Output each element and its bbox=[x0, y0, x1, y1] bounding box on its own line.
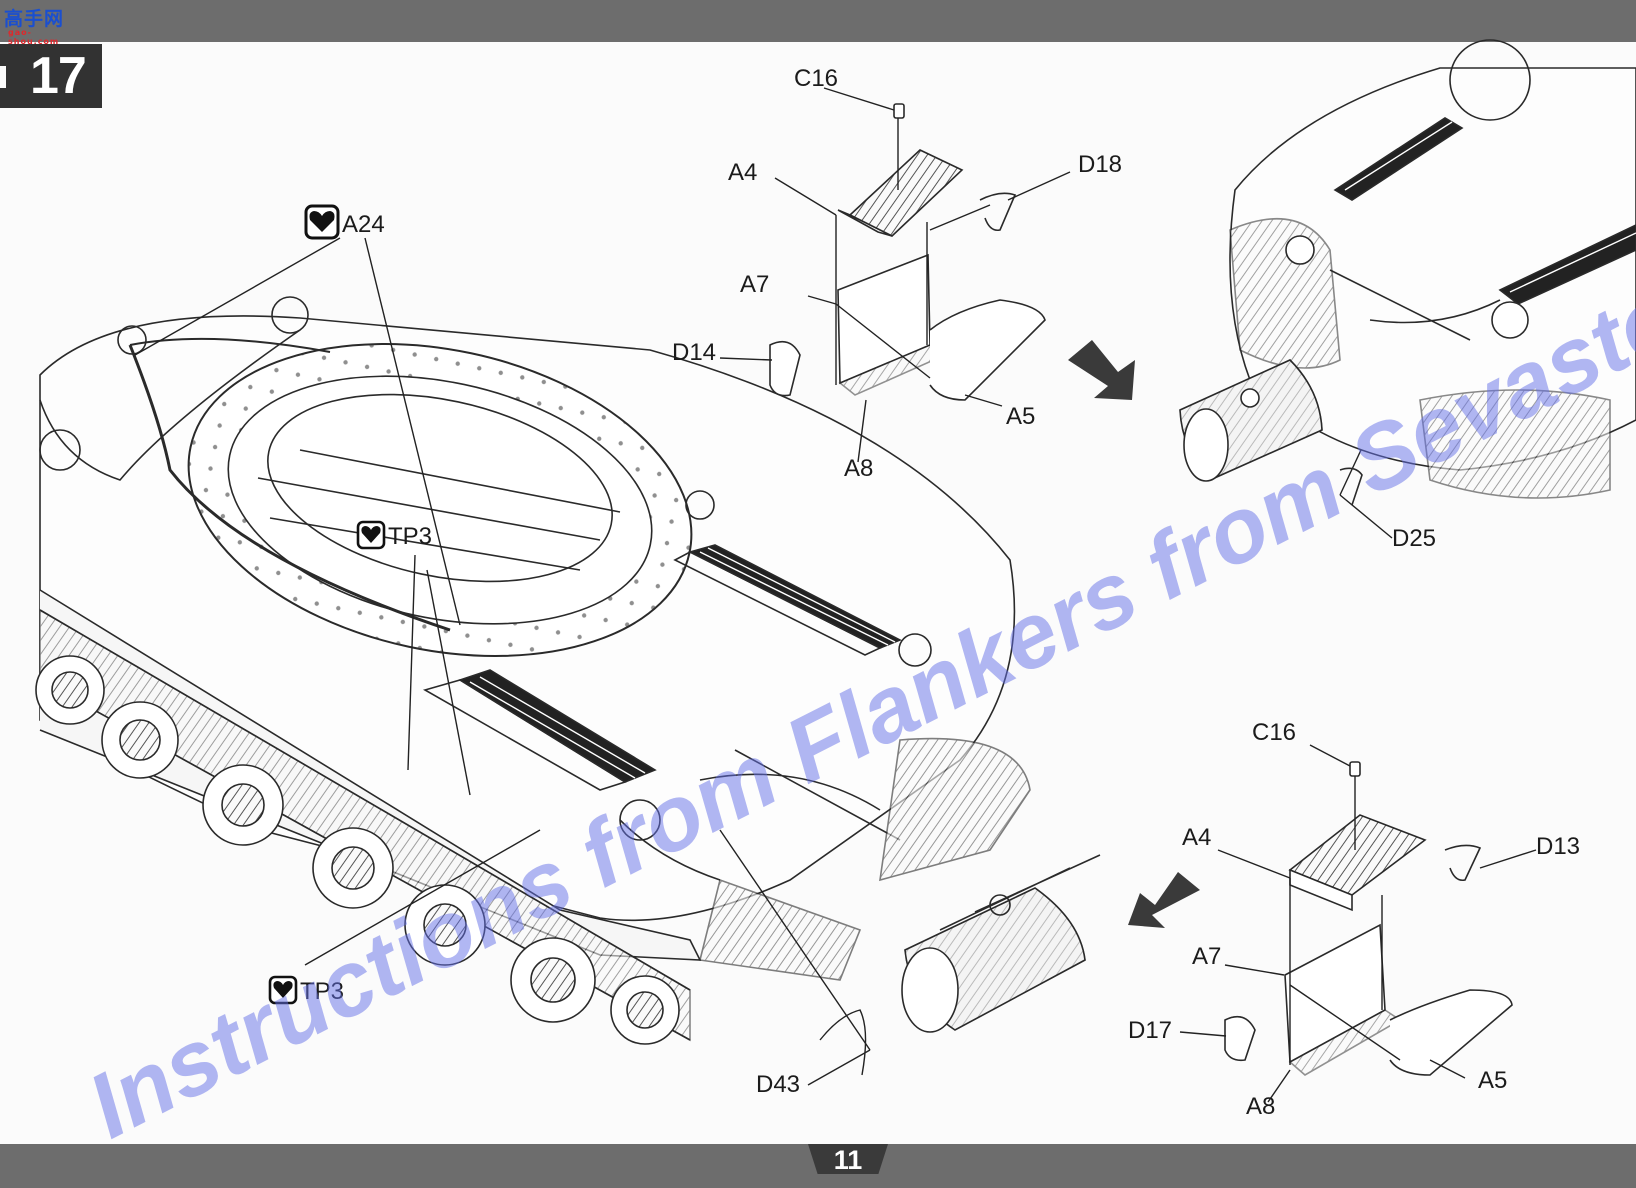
step-number: 17 bbox=[30, 47, 87, 105]
leader-lines-main bbox=[134, 237, 1411, 1086]
label-d17: D17 bbox=[1128, 1017, 1172, 1044]
label-a8: A8 bbox=[1246, 1093, 1275, 1120]
label-d18: D18 bbox=[1078, 151, 1122, 178]
page-number-tab bbox=[808, 1144, 888, 1174]
label-a7: A7 bbox=[1192, 943, 1221, 970]
rear-fuel-drum-right bbox=[1179, 359, 1323, 482]
label-d25: D25 bbox=[1392, 525, 1436, 552]
label-a8: A8 bbox=[844, 455, 873, 482]
track-and-wheels bbox=[35, 608, 1031, 1045]
arrow-diagonal-down-right-icon bbox=[1068, 340, 1135, 400]
arrow-diagonal-down-left-icon bbox=[1128, 872, 1200, 928]
leader-lines-lower bbox=[1179, 744, 1537, 1103]
step-number-box: 17 bbox=[0, 44, 102, 108]
label-a4: A4 bbox=[1182, 824, 1211, 851]
label-d43: D43 bbox=[756, 1071, 800, 1098]
exploded-view-upper bbox=[769, 103, 1046, 401]
part-labels-main: A24 TP3 TP3 D43 D25 bbox=[300, 211, 1436, 1098]
label-d14: D14 bbox=[672, 339, 716, 366]
part-labels-upper: C16 A4 D18 A7 D14 A5 A8 bbox=[672, 65, 1122, 482]
label-a4: A4 bbox=[728, 159, 757, 186]
leader-lines-upper bbox=[719, 87, 1071, 463]
label-a5: A5 bbox=[1478, 1067, 1507, 1094]
glue-icon bbox=[356, 520, 386, 550]
label-c16: C16 bbox=[1252, 719, 1296, 746]
header-bar bbox=[0, 0, 1636, 42]
label-tp3-top: TP3 bbox=[388, 523, 432, 550]
part-labels-lower: C16 A4 D13 A7 D17 A5 A8 bbox=[1128, 719, 1580, 1120]
label-d13: D13 bbox=[1536, 833, 1580, 860]
label-a24: A24 bbox=[342, 211, 385, 238]
tank-rear-illustration bbox=[1179, 39, 1636, 506]
site-logo[interactable]: 高手网 gao-shou.com bbox=[4, 4, 68, 46]
label-c16: C16 bbox=[794, 65, 838, 92]
exploded-view-lower bbox=[1224, 761, 1513, 1076]
page-number: 11 bbox=[833, 1145, 863, 1175]
glue-icon bbox=[268, 975, 298, 1005]
logo-text: 高手网 bbox=[4, 8, 65, 30]
glue-icon bbox=[304, 204, 340, 240]
rear-fuel-drum-main bbox=[901, 854, 1101, 1033]
label-a7: A7 bbox=[740, 271, 769, 298]
label-tp3-bottom: TP3 bbox=[300, 978, 344, 1005]
label-a5: A5 bbox=[1006, 403, 1035, 430]
logo-url: gao-shou.com bbox=[8, 28, 60, 46]
